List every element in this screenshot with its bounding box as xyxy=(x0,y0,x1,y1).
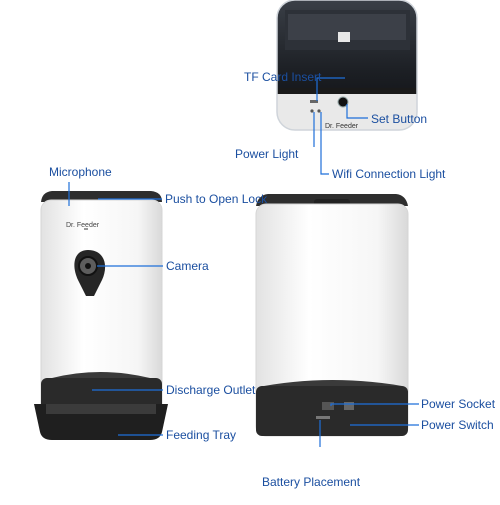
label-set-button: Set Button xyxy=(371,112,428,126)
label-wifi-connection-light: Wifi Connection Light xyxy=(332,167,446,181)
front-unit xyxy=(34,191,168,440)
set-button-visual xyxy=(337,96,349,108)
back-unit xyxy=(255,194,409,437)
brand-logo-inset: Dr. Feeder xyxy=(325,123,359,130)
label-battery-placement: Battery Placement xyxy=(262,475,361,489)
control-panel-inset xyxy=(277,0,417,130)
power-switch-visual xyxy=(344,402,354,410)
power-socket-visual xyxy=(322,402,334,410)
leader-lines xyxy=(68,77,419,447)
label-feeding-tray: Feeding Tray xyxy=(166,428,237,442)
power-light-dot xyxy=(310,109,314,113)
label-push-to-open-lock: Push to Open Lock xyxy=(165,192,268,206)
label-tf-card-insert: TF Card Insert xyxy=(244,70,322,84)
label-power-switch: Power Switch xyxy=(421,418,494,432)
label-power-light: Power Light xyxy=(235,147,299,161)
label-camera: Camera xyxy=(166,259,209,273)
wifi-light-dot xyxy=(317,109,321,113)
tf-slot xyxy=(310,100,318,103)
label-microphone: Microphone xyxy=(49,165,112,179)
lock-tab xyxy=(338,32,350,42)
brand-logo-front: Dr. Feeder xyxy=(66,222,100,229)
label-discharge-outlet: Discharge Outlet xyxy=(166,383,256,397)
label-power-socket: Power Socket xyxy=(421,397,496,411)
